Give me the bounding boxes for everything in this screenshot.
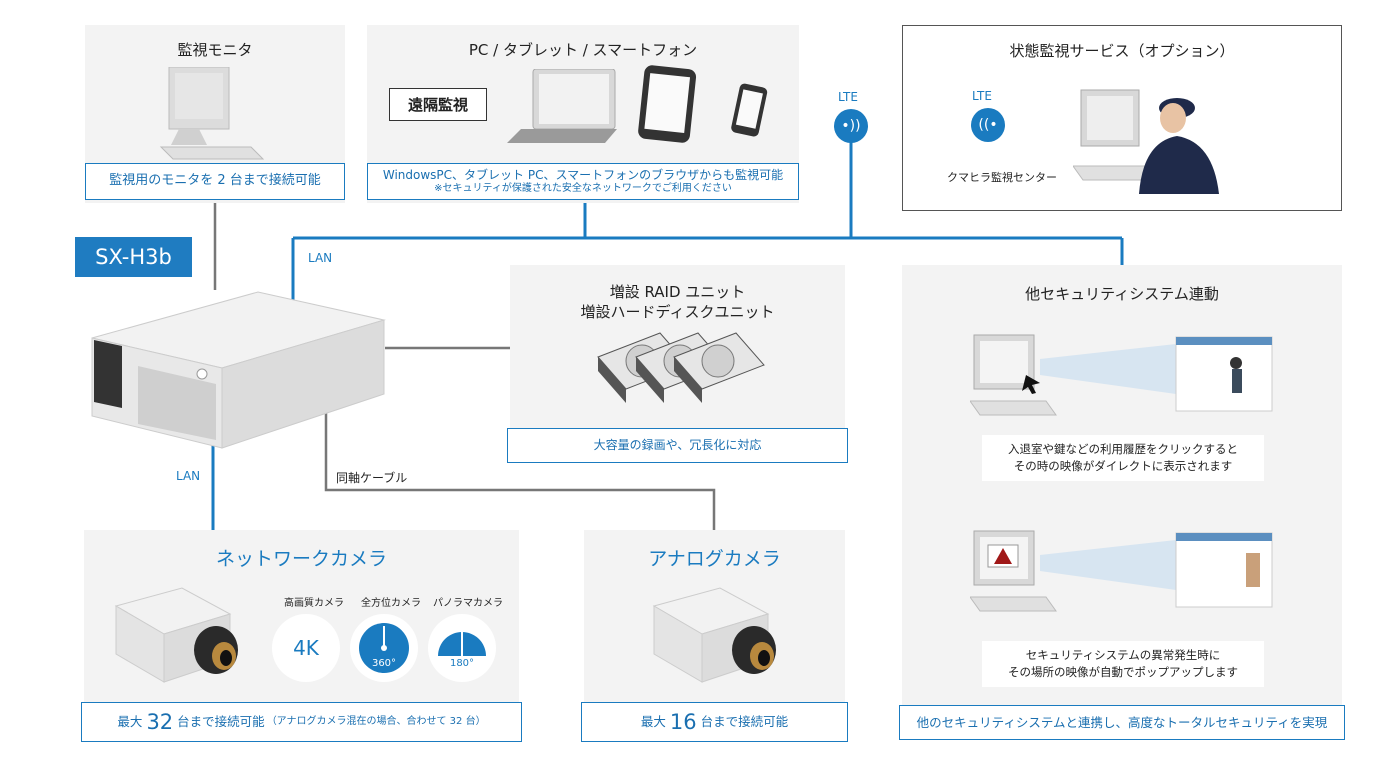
network-camera-title: ネットワークカメラ xyxy=(215,548,387,570)
raid-title-line2: 増設ハードディスクユニット xyxy=(580,303,775,321)
feature-label-360: 全方位カメラ xyxy=(361,598,421,609)
network-camera-note-small: （アナログカメラ混在の場合、合わせて 32 台） xyxy=(266,715,486,727)
feature-label-180: パノラマカメラ xyxy=(433,598,503,609)
security-panel: 他セキュリティシステム連動 入退室や鍵などの利用履歴をクリックすると その時の映… xyxy=(899,265,1345,740)
lan-label-top: LAN xyxy=(308,251,333,265)
raid-panel: 増設 RAID ユニット 増設ハードディスクユニット 大容量の録画や、冗長化に対… xyxy=(507,265,848,463)
analog-camera-note-suffix: 台まで接続可能 xyxy=(700,714,789,730)
analog-camera-panel: アナログカメラ 最大 16 台まで接続可能 xyxy=(581,530,848,742)
raid-title-line1: 増設 RAID ユニット xyxy=(609,283,746,301)
monitor-icon xyxy=(159,67,265,160)
service-panel-title: 状態監視サービス（オプション） xyxy=(1009,42,1235,60)
pc-panel-title: PC / タブレット / スマートフォン xyxy=(468,41,698,59)
monitor-panel: 監視モニタ 監視用のモニタを 2 台まで接続可能 xyxy=(85,25,345,203)
security-caption-2-line1: セキュリティシステムの異常発生時に xyxy=(1025,647,1221,662)
feature-360-value: 360° xyxy=(371,658,397,669)
pc-note-line2: ※セキュリティが保護された安全なネットワークでご利用ください xyxy=(434,182,732,194)
security-caption-2: セキュリティシステムの異常発生時に その場所の映像が自動でポップアップします xyxy=(982,641,1264,687)
operator-icon xyxy=(1073,89,1219,194)
feature-180-circle: 180° xyxy=(428,614,496,682)
service-center-label: クマヒラ監視センター xyxy=(947,171,1057,184)
lte-label: LTE xyxy=(838,90,858,104)
network-camera-note-suffix: 台まで接続可能 xyxy=(177,714,265,730)
raid-note: 大容量の録画や、冗長化に対応 xyxy=(507,428,848,463)
security-caption-1-line1: 入退室や鍵などの利用履歴をクリックすると xyxy=(1008,441,1238,456)
monitor-panel-title: 監視モニタ xyxy=(177,41,253,59)
hard-disk-icon xyxy=(597,332,765,403)
panorama-icon xyxy=(438,632,486,656)
network-camera-note: 最大 32 台まで接続可能 （アナログカメラ混在の場合、合わせて 32 台） xyxy=(81,702,522,742)
coax-label: 同軸ケーブル xyxy=(336,471,408,485)
analog-camera-note-prefix: 最大 xyxy=(640,714,666,730)
lte-wireless-icon: •)) xyxy=(834,109,868,143)
remote-monitor-label: 遠隔監視 xyxy=(389,88,487,121)
feature-label-4k: 高画質カメラ xyxy=(284,598,344,609)
security-note: 他のセキュリティシステムと連携し、高度なトータルセキュリティを実現 xyxy=(899,705,1345,740)
smartphone-icon xyxy=(731,83,768,137)
pc-note: WindowsPC、タブレット PC、スマートフォンのブラウザからも監視可能 ※… xyxy=(367,163,799,200)
analog-camera-title: アナログカメラ xyxy=(648,548,781,570)
feature-4k-circle: 4K xyxy=(272,614,340,682)
network-camera-note-prefix: 最大 xyxy=(117,714,143,730)
feature-180-value: 180° xyxy=(449,658,475,669)
network-camera-panel: ネットワークカメラ 高画質カメラ 全方位カメラ パノラマカメラ 4K 360° … xyxy=(81,530,522,742)
analog-camera-icon xyxy=(652,587,776,683)
tablet-icon xyxy=(638,65,697,143)
monitor-note-text: 監視用のモニタを 2 台まで接続可能 xyxy=(109,173,321,189)
security-panel-title: 他セキュリティシステム連動 xyxy=(1025,285,1219,303)
omnidirectional-icon xyxy=(359,623,409,673)
history-click-illustration xyxy=(970,334,1273,416)
security-caption-2-line2: その場所の映像が自動でポップアップします xyxy=(1008,665,1238,679)
feature-4k-value: 4K xyxy=(293,636,319,660)
service-lte-icon: ((• xyxy=(971,108,1005,142)
laptop-icon xyxy=(507,69,617,143)
service-lte-label: LTE xyxy=(972,89,992,103)
security-note-text: 他のセキュリティシステムと連携し、高度なトータルセキュリティを実現 xyxy=(916,714,1328,730)
alarm-popup-illustration xyxy=(970,530,1273,612)
analog-camera-note-number: 16 xyxy=(669,709,697,734)
monitor-note: 監視用のモニタを 2 台まで接続可能 xyxy=(85,163,345,200)
pc-note-line1: WindowsPC、タブレット PC、スマートフォンのブラウザからも監視可能 xyxy=(382,167,784,182)
recorder-device xyxy=(91,291,386,449)
network-camera-note-number: 32 xyxy=(146,709,174,734)
service-panel: 状態監視サービス（オプション） LTE ((• クマヒラ監視センター xyxy=(902,25,1342,211)
raid-note-text: 大容量の録画や、冗長化に対応 xyxy=(593,438,762,452)
model-label: SX-H3b xyxy=(75,237,192,277)
feature-360-circle: 360° xyxy=(350,614,418,682)
security-caption-1-line2: その時の映像がダイレクトに表示されます xyxy=(1013,459,1233,473)
security-caption-1: 入退室や鍵などの利用履歴をクリックすると その時の映像がダイレクトに表示されます xyxy=(982,435,1264,481)
network-camera-icon xyxy=(114,587,238,683)
analog-camera-note: 最大 16 台まで接続可能 xyxy=(581,702,848,742)
lan-label-bottom: LAN xyxy=(176,469,201,483)
